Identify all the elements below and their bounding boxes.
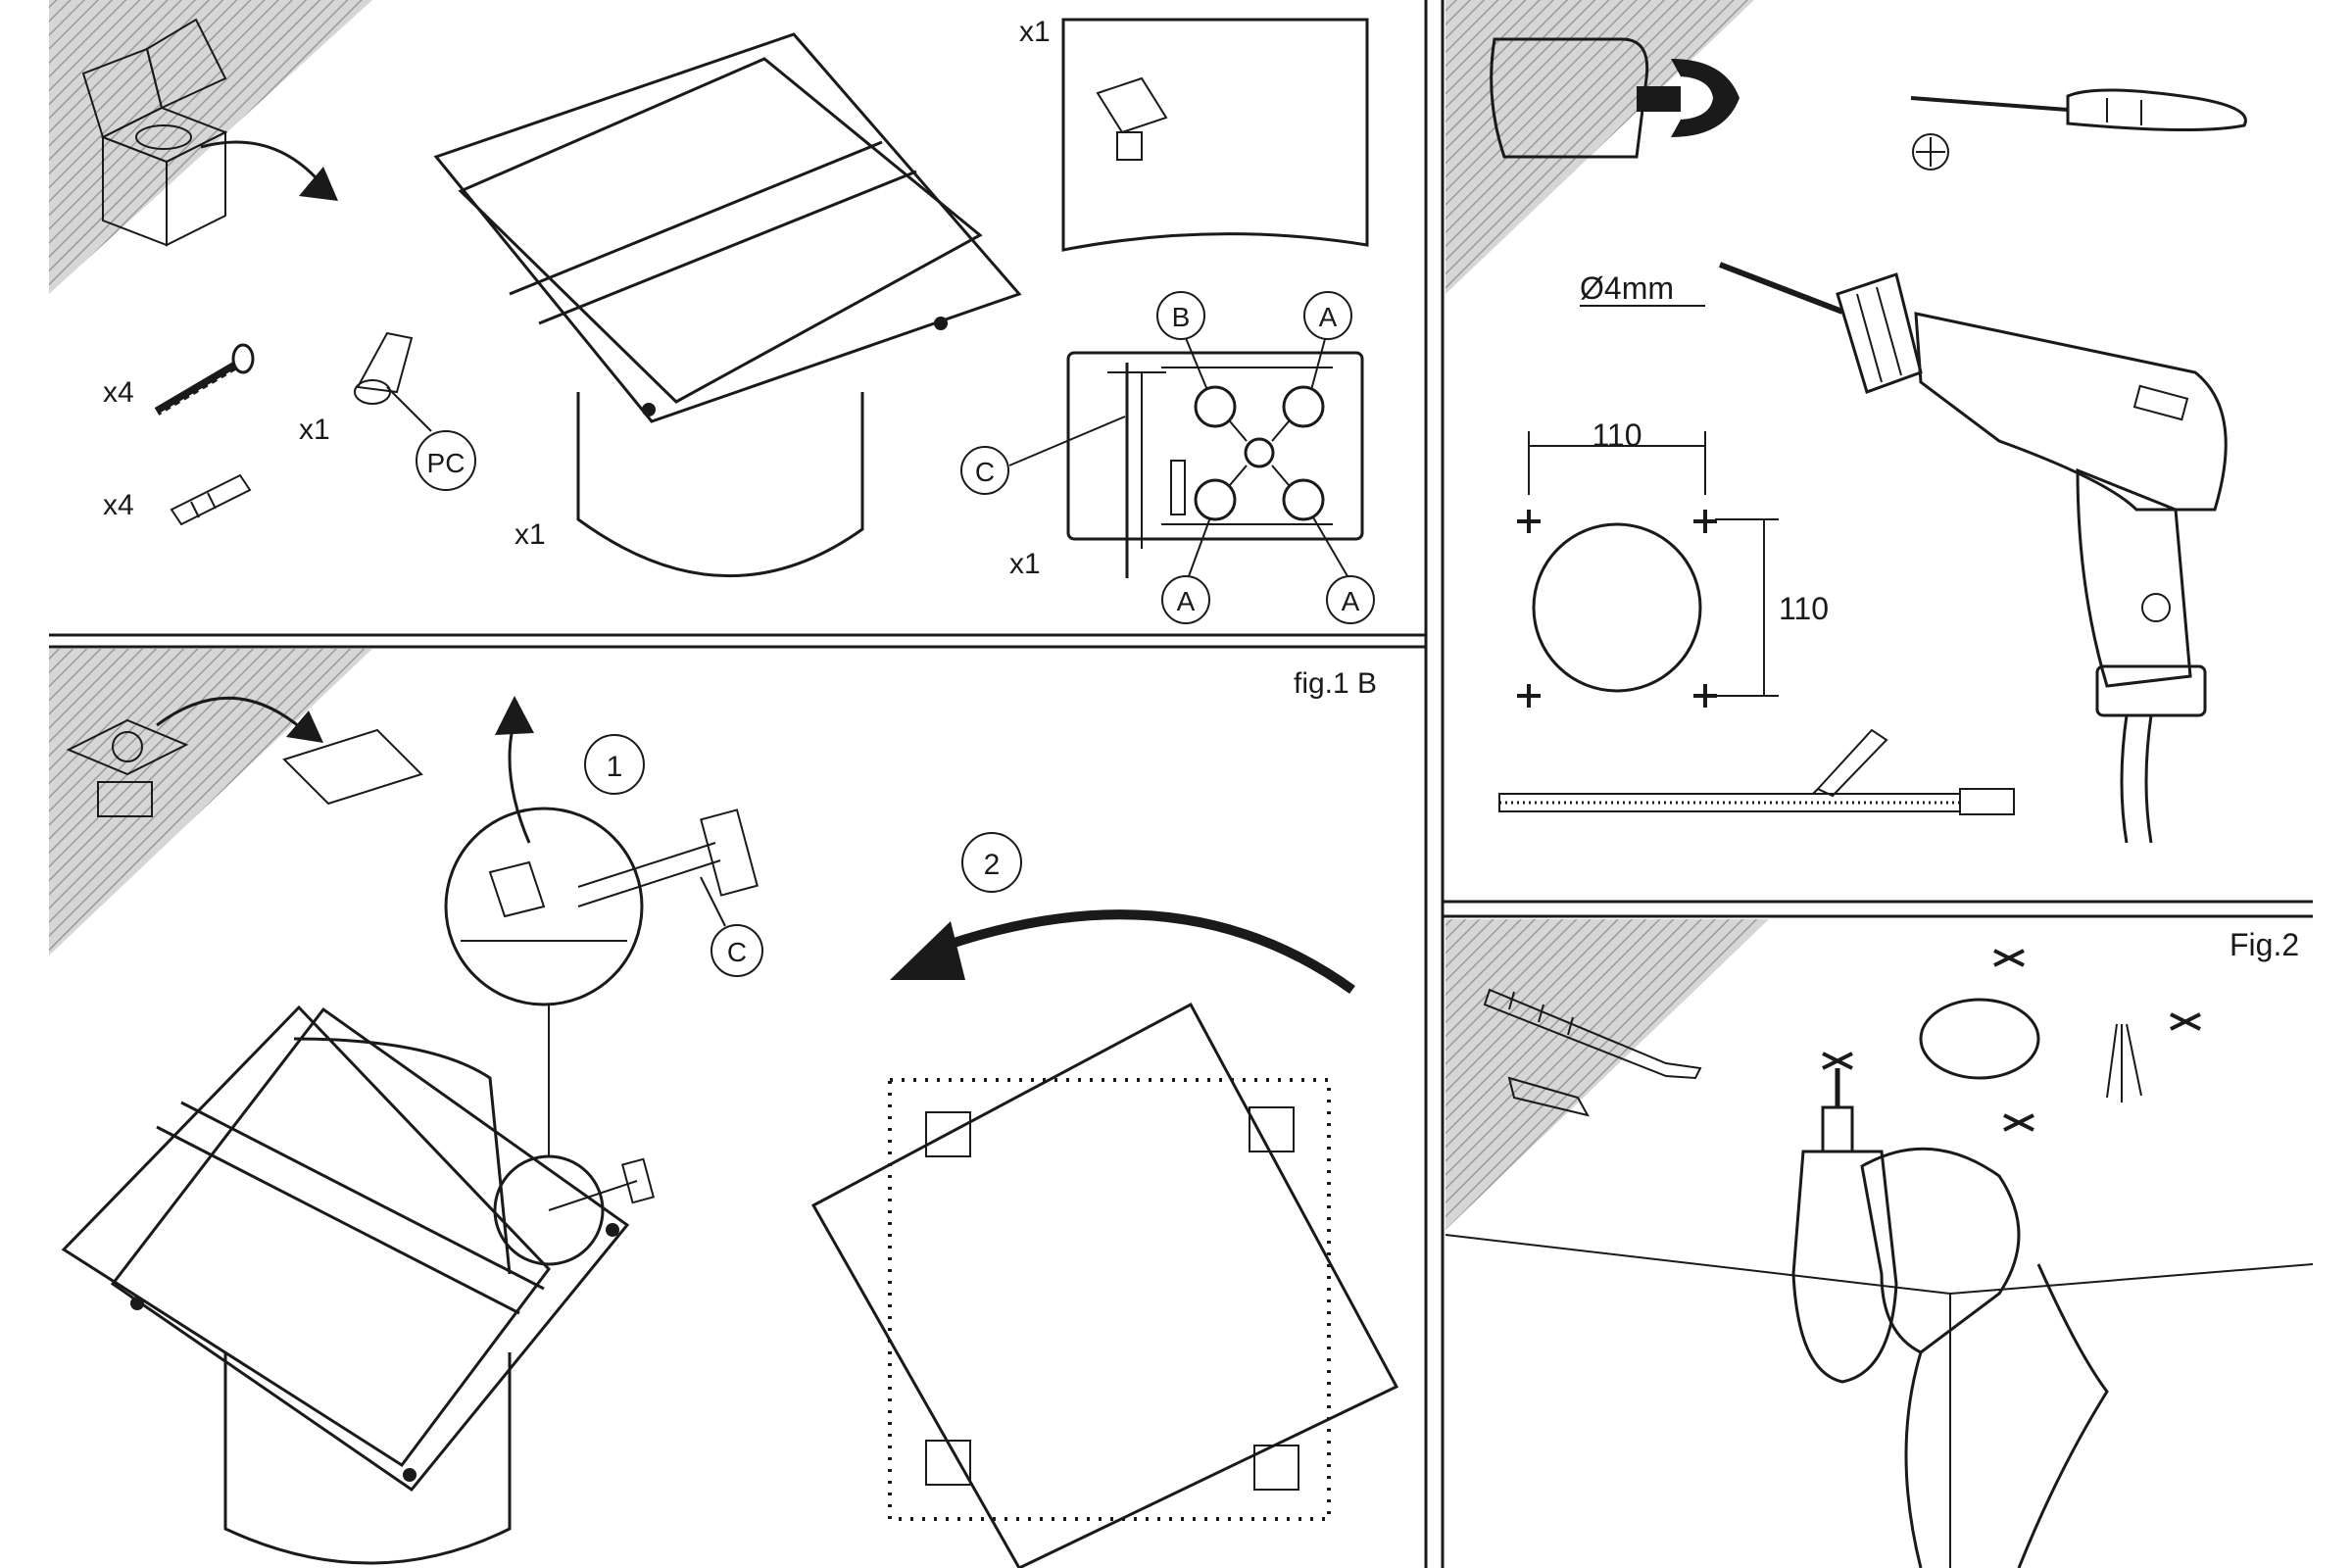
callout-pc — [416, 430, 476, 491]
dim-height-label: 110 — [1779, 591, 1829, 626]
wall-hatch — [49, 0, 372, 294]
hole-template — [1517, 431, 1779, 708]
detail-magnifier — [444, 807, 759, 1006]
rotate-arrow — [929, 909, 1355, 995]
fan-thumbnail — [66, 718, 189, 817]
callout-b — [1156, 291, 1205, 340]
wall-hatch-d — [1446, 919, 1769, 1230]
callout-a-left-label: A — [1177, 586, 1196, 616]
drill-bit — [1718, 262, 1844, 315]
panel-a: x4 x4 x1 PC x1 — [49, 0, 1375, 624]
wall-hatch-b — [49, 649, 372, 956]
callout-a-right — [1326, 575, 1375, 624]
drill-bits-cluster-icon — [2106, 1023, 2142, 1102]
wrench-icon — [1637, 59, 1740, 137]
screwdriver-icon — [1910, 88, 2247, 132]
panel-d: Fig.2 — [1445, 919, 2314, 1568]
rotated-cover — [810, 1002, 1399, 1568]
callout-a-top-label: A — [1319, 302, 1338, 332]
callout-a-top — [1303, 291, 1352, 340]
callout-a-right-label: A — [1342, 586, 1360, 616]
step-2-badge — [961, 832, 1022, 893]
callout-pc-label: PC — [427, 448, 466, 478]
cover-thumbnail — [282, 728, 423, 806]
callout-b-label: B — [1172, 302, 1191, 332]
fig-2-label: Fig.2 — [2230, 927, 2299, 962]
qty-plugs: x4 — [103, 489, 134, 521]
drill-icon — [1836, 272, 2228, 844]
install-tool-icon — [1066, 351, 1364, 578]
lift-arrow — [508, 719, 531, 844]
hand-drill-icon — [1791, 1068, 2109, 1568]
panel-frames — [49, 0, 2313, 1568]
dim-width-label: 110 — [1592, 417, 1642, 453]
callout-c-tool-label: C — [975, 457, 995, 487]
panel-b: fig.1 B 1 C — [49, 649, 1399, 1568]
fan-with-cover — [61, 1004, 630, 1565]
callout-c-tool — [960, 446, 1009, 495]
qty-tool: x1 — [1009, 548, 1041, 580]
phillips-head-icon — [1912, 133, 1949, 171]
step-1-label: 1 — [607, 751, 623, 783]
qty-fan: x1 — [514, 518, 546, 551]
callout-c-detail — [710, 924, 763, 977]
marked-hole — [1919, 998, 2040, 1080]
callout-c-detail-label: C — [727, 937, 747, 967]
panel-c: Ø4mm — [1446, 0, 2247, 844]
unpack-arrow — [200, 140, 325, 187]
step-1-badge — [584, 734, 645, 795]
mark-crosses — [1822, 949, 2201, 1132]
wall-plug-icon — [170, 473, 252, 526]
wall-hatch-c — [1446, 0, 1754, 294]
move-arrow — [156, 696, 311, 737]
drill-size-label: Ø4mm — [1580, 270, 1674, 306]
qty-leaflet: x1 — [1019, 16, 1051, 48]
fan-unit — [433, 32, 1022, 578]
pencil-icon — [1812, 728, 1888, 798]
wall-plug-small-icon — [1507, 1076, 1590, 1117]
fan-housing — [1490, 37, 1649, 159]
step-2-label: 2 — [984, 849, 1001, 881]
screw-icon — [154, 343, 255, 416]
detail-small-circle — [493, 1154, 605, 1266]
qty-screws: x4 — [103, 376, 134, 409]
clip-icon — [354, 331, 414, 405]
masonry-bit-icon — [1483, 988, 1702, 1080]
callout-a-left — [1161, 575, 1210, 624]
qty-clip: x1 — [299, 414, 330, 446]
leaflet-icon — [1061, 18, 1369, 252]
fig-1b-label: fig.1 B — [1294, 667, 1377, 700]
box-icon — [81, 18, 228, 247]
ruler-icon — [1498, 788, 2015, 815]
